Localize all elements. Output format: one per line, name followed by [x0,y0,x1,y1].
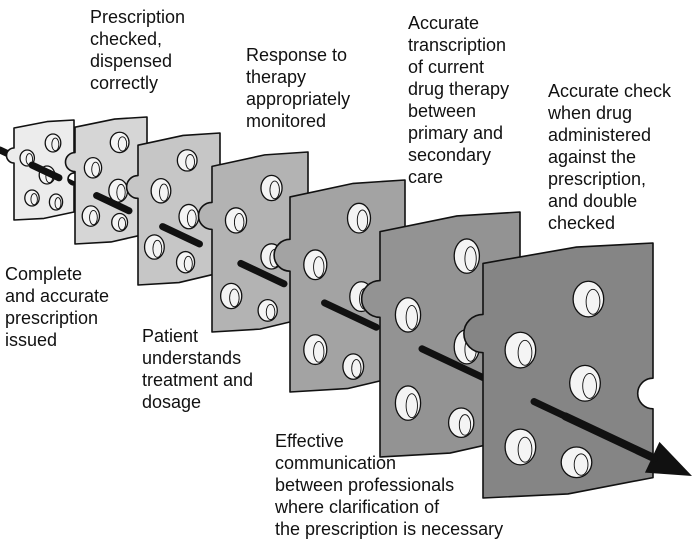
label-accurate-check: Accurate check when drug administered ag… [548,80,671,234]
cheese-slice-1 [6,120,74,220]
label-response-monitored: Response to therapy appropriately monito… [246,44,350,132]
label-complete-prescription: Complete and accurate prescription issue… [5,263,109,351]
label-effective-communication: Effective communication between professi… [275,430,503,540]
label-accurate-transcription: Accurate transcription of current drug t… [408,12,509,188]
label-patient-understands: Patient understands treatment and dosage [142,325,253,413]
label-prescription-checked: Prescription checked, dispensed correctl… [90,6,185,94]
